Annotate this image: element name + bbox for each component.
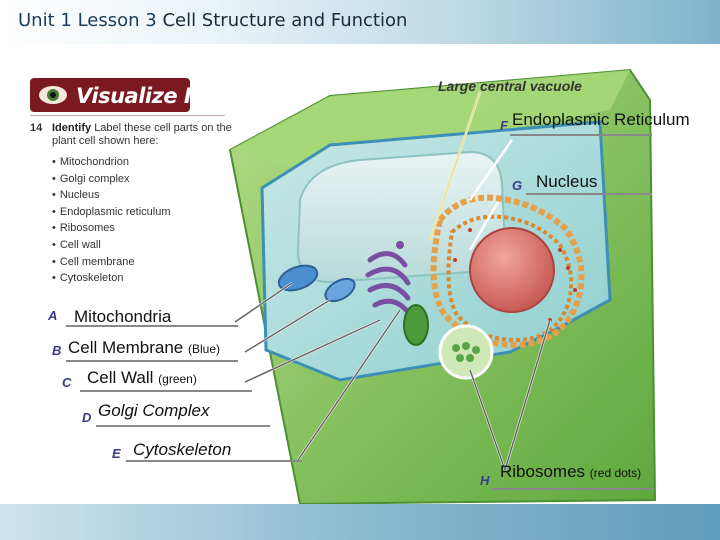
answer-note: (red dots) [590, 466, 641, 480]
answer-note: (Blue) [188, 342, 220, 356]
visualize-title: Visualize It! [76, 84, 210, 108]
answer-text: Ribosomes [500, 462, 585, 481]
vacuole-label: Large central vacuole [438, 78, 582, 94]
answer-mitochondria: Mitochondria [74, 307, 171, 327]
cell-parts-list: Mitochondrion Golgi complex Nucleus Endo… [52, 154, 171, 287]
list-item: Golgi complex [52, 171, 171, 188]
chloroplast-shape-2 [440, 326, 492, 378]
answer-text: Mitochondria [74, 307, 171, 326]
answer-line [66, 325, 238, 327]
answer-er: Endoplasmic Reticulum [512, 110, 690, 130]
footer-bar [0, 504, 720, 540]
answer-text: Cell Wall [87, 368, 153, 387]
answer-line [510, 134, 652, 136]
list-item: Nucleus [52, 187, 171, 204]
answer-cell-membrane: Cell Membrane (Blue) [68, 338, 220, 358]
list-item: Cytoskeleton [52, 270, 171, 287]
answer-line [126, 460, 302, 462]
list-item: Endoplasmic reticulum [52, 204, 171, 221]
label-letter-d: D [82, 410, 91, 425]
label-letter-a: A [48, 308, 57, 323]
eye-icon [38, 82, 68, 108]
divider [30, 115, 225, 116]
answer-line [492, 488, 654, 490]
answer-ribosomes: Ribosomes (red dots) [500, 462, 641, 482]
label-letter-h: H [480, 473, 489, 488]
answer-cytoskeleton: Cytoskeleton [133, 440, 231, 460]
chloroplast-shape [404, 305, 428, 345]
list-item: Ribosomes [52, 220, 171, 237]
question-verb: Identify [52, 122, 91, 134]
answer-line [96, 425, 270, 427]
list-item: Mitochondrion [52, 154, 171, 171]
list-item: Cell wall [52, 237, 171, 254]
label-letter-f: F [500, 118, 508, 133]
list-item: Cell membrane [52, 254, 171, 271]
answer-line [80, 390, 252, 392]
answer-line [526, 193, 652, 195]
answer-cell-wall: Cell Wall (green) [87, 368, 197, 388]
label-letter-c: C [62, 375, 71, 390]
answer-text: Golgi Complex [98, 401, 210, 420]
label-letter-b: B [52, 343, 61, 358]
answer-line [66, 360, 238, 362]
answer-note: (green) [158, 372, 197, 386]
answer-text: Nucleus [536, 172, 597, 191]
answer-nucleus: Nucleus [536, 172, 597, 192]
answer-text: Cytoskeleton [133, 440, 231, 459]
label-letter-g: G [512, 178, 522, 193]
question-number: 14 [30, 122, 42, 134]
label-letter-e: E [112, 446, 121, 461]
answer-text: Cell Membrane [68, 338, 183, 357]
answer-golgi: Golgi Complex [98, 401, 210, 421]
answer-text: Endoplasmic Reticulum [512, 110, 690, 129]
nucleus-shape [470, 228, 554, 312]
question-heading: Identify Label these cell parts on the p… [52, 122, 232, 148]
